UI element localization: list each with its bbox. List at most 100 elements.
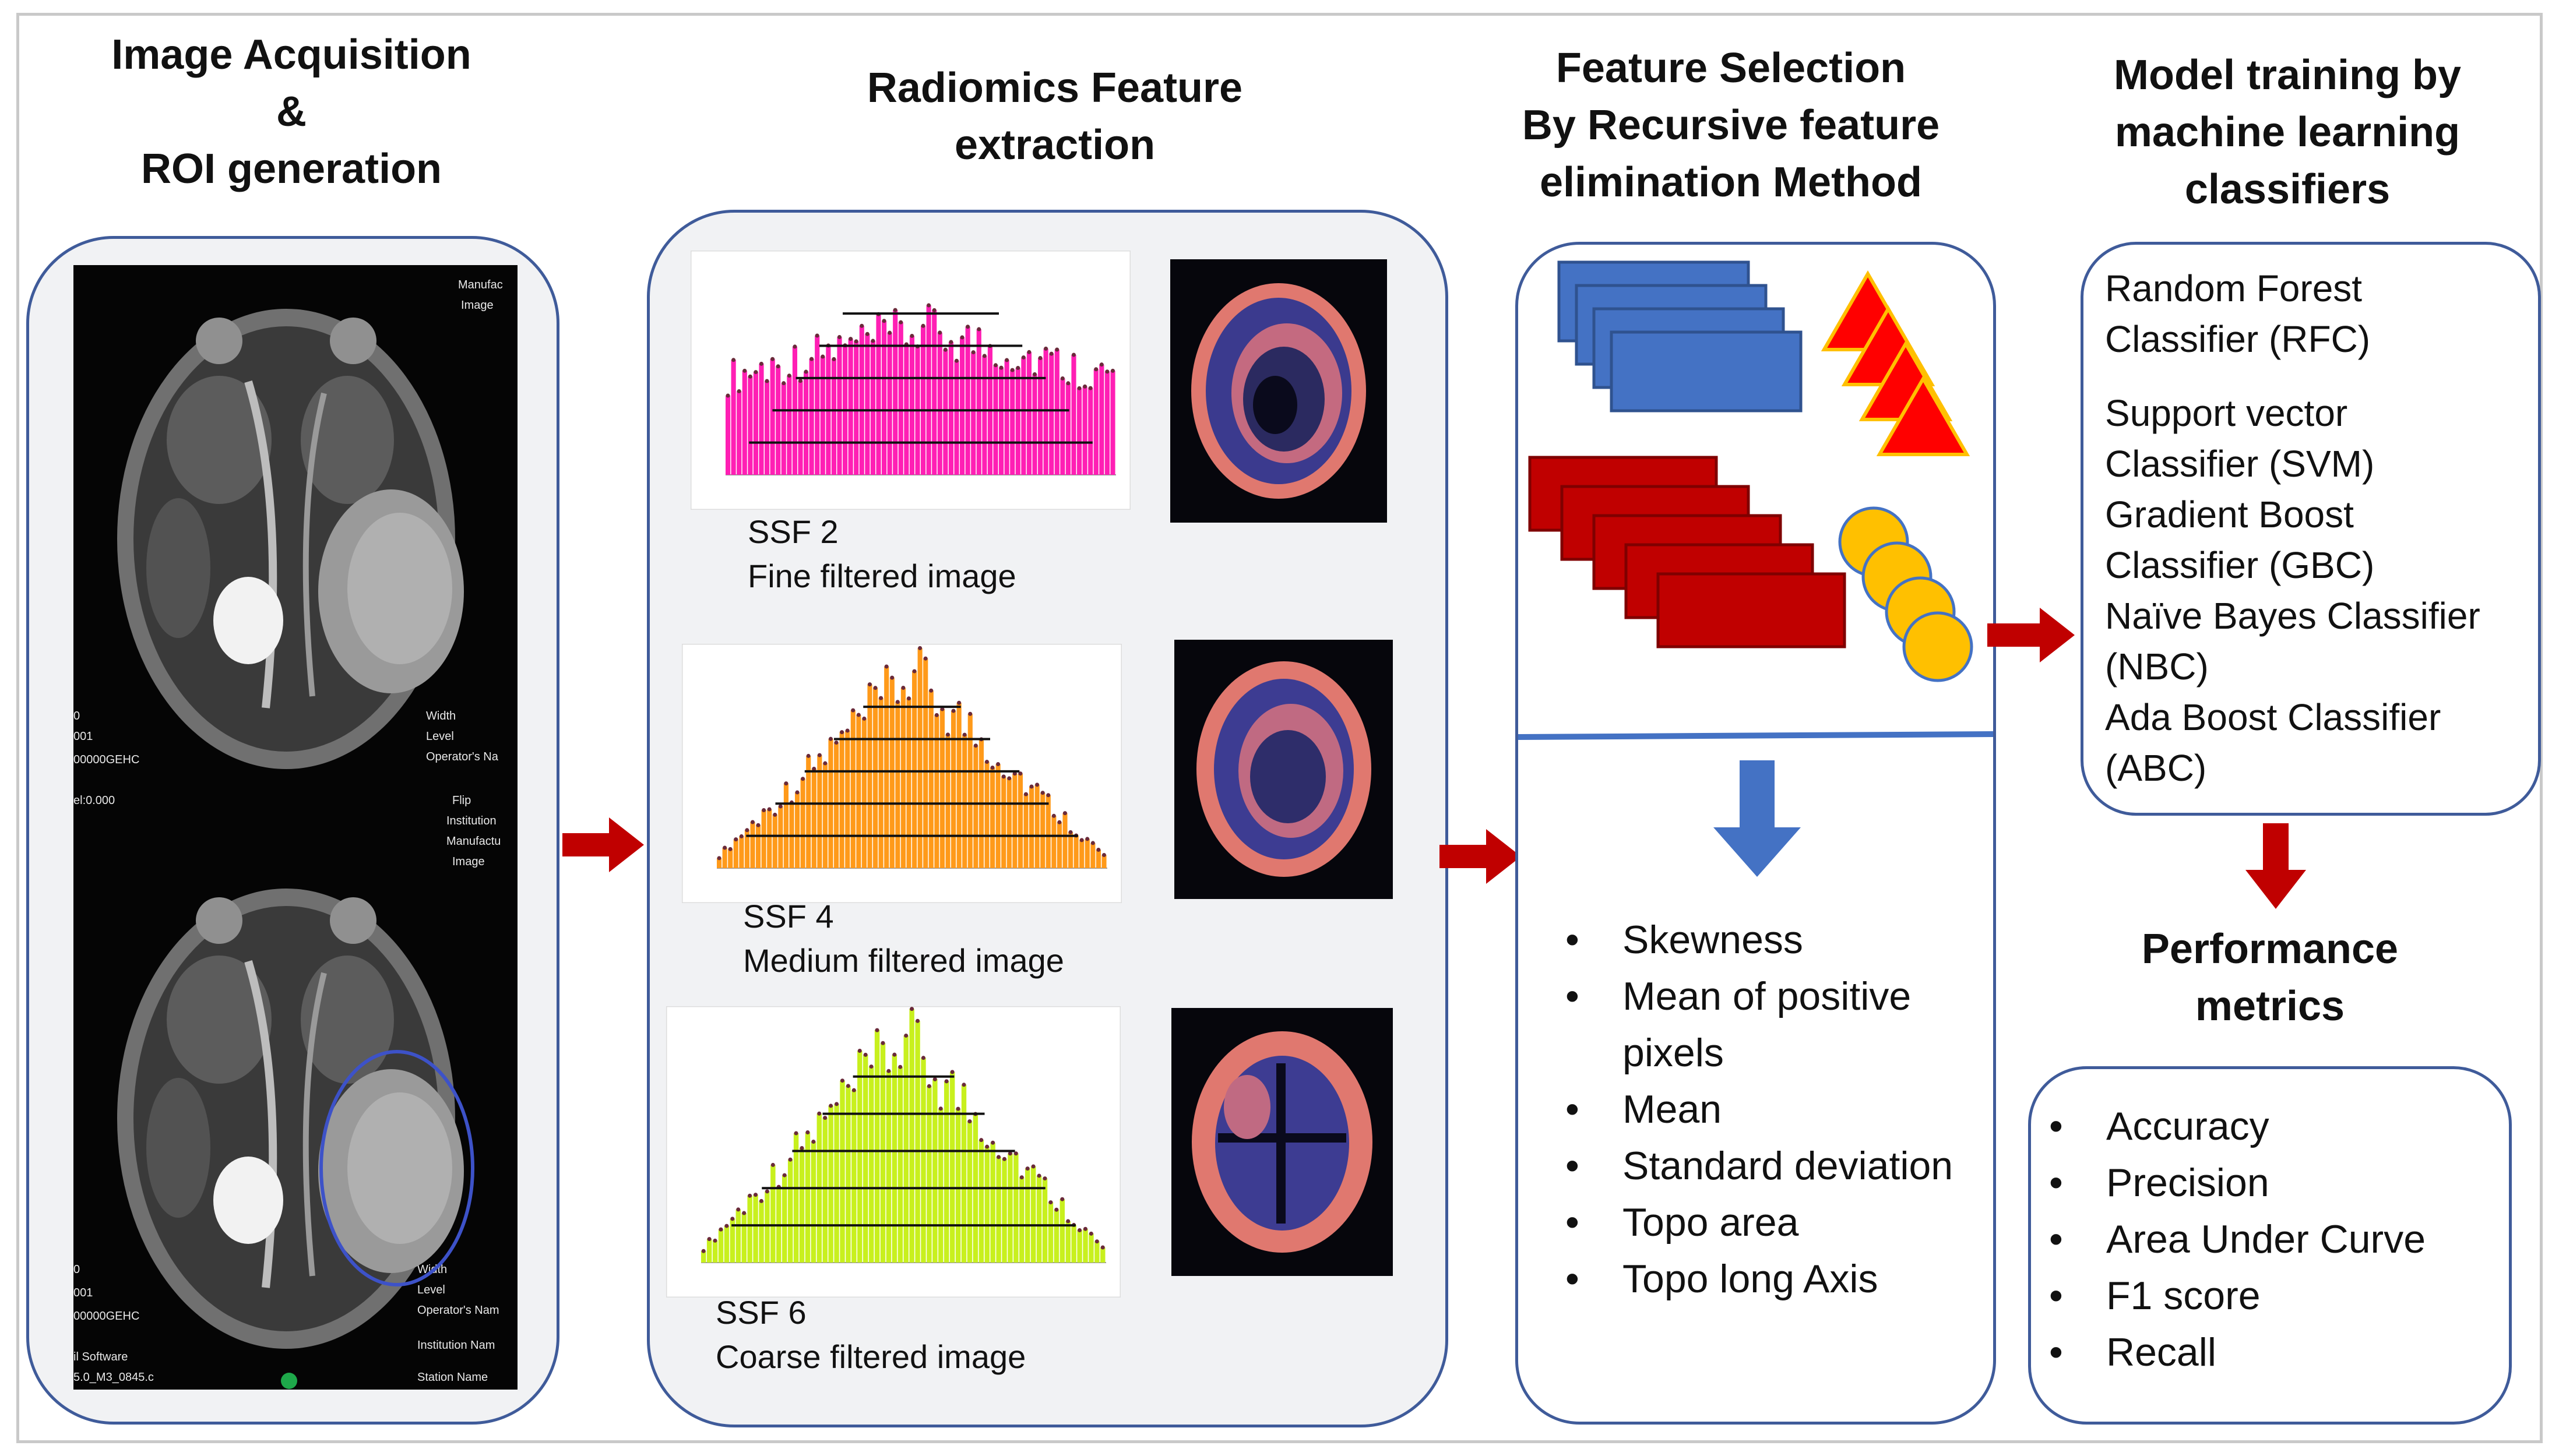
histogram-bar: [874, 1030, 880, 1263]
histogram-bar: [822, 763, 828, 868]
histogram-bar: [800, 778, 805, 868]
scan-text: Manufac: [458, 278, 503, 291]
stage1-title: Image Acquisition & ROI generation: [111, 31, 471, 192]
histogram-bar: [1068, 832, 1073, 868]
histogram-bar: [1040, 792, 1046, 868]
histogram-point: [748, 374, 752, 379]
histogram-bar: [1104, 371, 1110, 475]
arrow-extraction-to-selection: [1439, 829, 1521, 884]
histogram-point: [736, 1207, 741, 1212]
histogram-point: [723, 845, 727, 850]
histogram-bar: [759, 1201, 764, 1263]
histogram-bar: [831, 359, 836, 475]
histogram-bar: [851, 1090, 857, 1263]
training-panel: [2081, 242, 2541, 816]
histogram-bar: [809, 359, 814, 475]
histogram-bar: [943, 350, 948, 475]
histogram-point: [1025, 1166, 1030, 1171]
histogram-point: [1046, 793, 1051, 798]
histogram-bar: [741, 1212, 747, 1263]
histogram-point: [882, 319, 886, 323]
histogram-point: [1037, 1173, 1041, 1178]
histogram-point: [1002, 1157, 1006, 1161]
histogram-bar: [996, 1157, 1001, 1263]
histogram-point: [1060, 1197, 1065, 1201]
histogram-point: [765, 379, 769, 383]
histogram-bar: [1013, 1153, 1019, 1263]
histogram-point: [1068, 830, 1073, 834]
histogram-point: [1083, 1226, 1087, 1231]
scan-text: 00000GEHC: [73, 1310, 139, 1323]
histogram-point: [862, 716, 867, 721]
histogram-bar: [1088, 388, 1093, 475]
histogram-point: [767, 807, 772, 812]
histogram-point: [832, 357, 836, 361]
histogram-point: [879, 696, 883, 700]
histogram-bar: [887, 333, 892, 475]
histogram-point: [1085, 837, 1090, 841]
histogram-bar: [1054, 349, 1059, 475]
scan-text: Level: [426, 730, 454, 743]
histogram-point: [943, 347, 948, 352]
histogram-point: [893, 308, 897, 312]
histogram-bar: [724, 1226, 730, 1263]
histogram-bar: [884, 667, 889, 868]
histogram-point: [923, 656, 928, 661]
histogram-point: [765, 1189, 769, 1194]
histogram-bar: [1065, 1221, 1071, 1263]
histogram-bar: [1026, 352, 1032, 475]
histogram-point: [892, 1052, 897, 1057]
histogram-point: [1078, 1228, 1082, 1232]
histogram-bar: [984, 1147, 990, 1263]
histogram-bar: [765, 1191, 770, 1263]
histogram-point: [742, 368, 747, 373]
histogram-point: [945, 732, 950, 737]
histogram-bar: [759, 364, 764, 475]
histogram-bar: [865, 334, 870, 475]
histogram-bar: [1001, 776, 1006, 868]
histogram-bar: [1059, 1199, 1065, 1263]
metrics-list: Accuracy Precision Area Under Curve F1 s…: [2046, 1098, 2500, 1381]
histogram-bar: [1029, 787, 1034, 868]
histogram-point: [1051, 813, 1056, 818]
histogram-bar: [951, 711, 956, 868]
histogram-bar: [856, 715, 861, 868]
histogram-ssf2: [691, 251, 1131, 510]
histogram-point: [784, 781, 789, 786]
histogram-bar: [770, 1165, 776, 1263]
histogram-bar: [909, 336, 914, 475]
outer-frame: [16, 13, 2543, 1443]
histogram-bar: [737, 391, 742, 475]
histogram-point: [1083, 384, 1087, 389]
scan-text: 0: [73, 1263, 80, 1276]
histogram-point: [934, 713, 939, 717]
histogram-bar: [787, 1159, 793, 1263]
histogram-point: [1077, 386, 1082, 390]
histogram-bar: [1023, 794, 1029, 868]
histogram-point: [845, 728, 850, 733]
histogram-bar: [956, 703, 962, 868]
histogram-point: [990, 766, 995, 770]
histogram-bar: [895, 701, 900, 868]
histogram-bar: [1090, 842, 1096, 868]
scan-text: el:0.000: [73, 794, 115, 807]
ssf2-label: SSF 2 Fine filtered image: [748, 513, 1016, 594]
histogram-bar: [1077, 388, 1082, 475]
histogram-bar: [876, 314, 881, 475]
histogram-bar: [748, 376, 753, 475]
arrow-acquisition-to-extraction: [562, 817, 644, 872]
classifier-line: Naïve Bayes Classifier: [2105, 595, 2480, 637]
histogram-bar: [753, 372, 758, 475]
histogram-point: [956, 1106, 960, 1111]
histogram-bar: [932, 1079, 938, 1263]
histogram-point: [1038, 355, 1043, 360]
histogram-point: [1105, 369, 1110, 374]
histogram-point: [719, 1227, 723, 1232]
histogram-point: [1027, 350, 1032, 354]
histogram-bar: [770, 359, 775, 475]
histogram-bar: [722, 847, 727, 868]
histogram-point: [1023, 792, 1028, 796]
filtered-image-ssf2: [1170, 259, 1387, 523]
histogram-bar: [783, 783, 789, 868]
histogram-bar: [934, 715, 939, 868]
